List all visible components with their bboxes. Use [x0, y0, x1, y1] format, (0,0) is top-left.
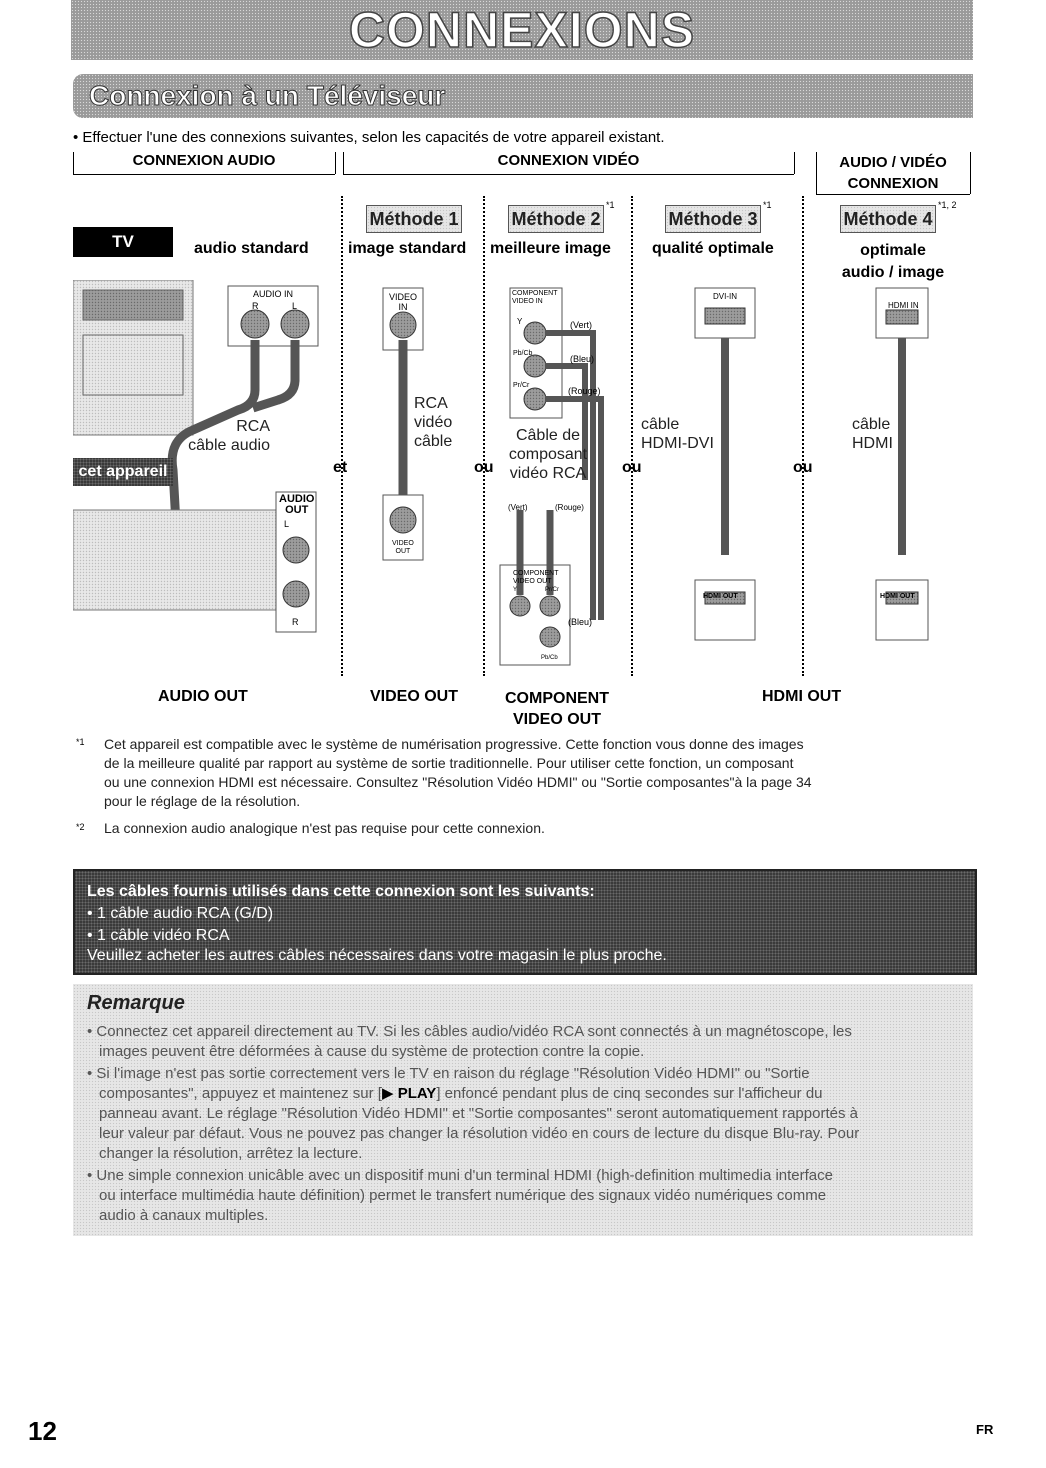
- column-separator: [341, 196, 343, 676]
- footnote-2: La connexion audio analogique n'est pas …: [104, 820, 545, 836]
- hdmi-out-label: HDMI OUT: [762, 688, 842, 705]
- footnote-1-mark: *1: [76, 737, 85, 747]
- play-button-label: ▶ PLAY: [381, 1085, 437, 1102]
- page-title: CONNEXIONS: [348, 1, 696, 59]
- audio-in-l-label: L: [292, 301, 298, 311]
- audio-in-r-label: R: [252, 301, 259, 311]
- audio-out-label: AUDIO OUT: [158, 688, 248, 705]
- column-separator: [631, 196, 633, 676]
- device-badge: cet appareil: [73, 458, 173, 486]
- remarque-box: Remarque • Connectez cet appareil direct…: [73, 984, 973, 1236]
- header-divider: [335, 152, 336, 174]
- component-out-vert-label: (Vert): [508, 503, 528, 512]
- audio-out-l-label: L: [284, 519, 290, 529]
- supplied-cable-1: • 1 câble audio RCA (G/D): [87, 905, 274, 922]
- remarque-item-3: • Une simple connexion unicâble avec un …: [87, 1167, 833, 1224]
- connective-ou-1: ou: [474, 459, 494, 476]
- method-1-badge: Méthode 1: [366, 205, 462, 233]
- dvi-in-label: DVI-IN: [713, 292, 737, 301]
- header-av: AUDIO / VIDÉO CONNEXION: [816, 152, 970, 195]
- remarque-item-2: • Si l'image n'est pas sortie correcteme…: [87, 1065, 860, 1162]
- method-4-quality: optimale audio / image: [841, 242, 945, 281]
- intro-text: • Effectuer l'une des connexions suivant…: [73, 129, 665, 146]
- page-title-banner: CONNEXIONS: [71, 0, 973, 60]
- component-vert-label: (Vert): [570, 320, 593, 330]
- supplied-cables-box: Les câbles fournis utilisés dans cette c…: [73, 869, 977, 975]
- column-separator: [483, 196, 485, 676]
- component-rouge-label: (Rouge): [568, 386, 601, 396]
- component-in-y-label: Y: [517, 317, 523, 326]
- header-av-line1: AUDIO / VIDÉO: [839, 154, 947, 171]
- supplied-cables-footer: Veuillez acheter les autres câbles néces…: [87, 947, 667, 964]
- method-2-quality: meilleure image: [490, 240, 611, 257]
- column-separator: [802, 196, 804, 676]
- hdmi-side-hdmi-out-label: HDMI OUT: [880, 593, 915, 600]
- video-connection: [382, 287, 424, 561]
- page-number: 12: [28, 1416, 57, 1446]
- hdmi-in-label: HDMI IN: [888, 301, 919, 310]
- method-1-quality: image standard: [348, 240, 467, 257]
- device-rear-panel: [73, 491, 317, 633]
- section-title: Connexion à un Téléviseur: [88, 80, 446, 112]
- header-divider: [794, 152, 795, 174]
- component-out-pr-label: Pr/Cr: [545, 587, 559, 593]
- remarque-title: Remarque: [87, 992, 185, 1014]
- header-video: CONNEXION VIDÉO: [343, 152, 794, 175]
- method-3-badge: Méthode 3: [665, 205, 761, 233]
- footnote-2-mark: *2: [76, 822, 85, 832]
- tv-badge: TV: [73, 227, 173, 257]
- connection-diagram: [73, 280, 929, 666]
- method-4-footnote-mark: *1, 2: [938, 200, 957, 210]
- header-av-line2: CONNEXION: [847, 175, 939, 192]
- connective-ou-2: ou: [622, 459, 642, 476]
- tv-rear-panel: [73, 280, 319, 436]
- component-in-pr-label: Pr/Cr: [513, 382, 530, 389]
- remarque-item-1: • Connectez cet appareil directement au …: [87, 1023, 852, 1060]
- header-audio: CONNEXION AUDIO: [73, 152, 335, 175]
- dvi-side-hdmi-out-label: HDMI OUT: [703, 593, 738, 600]
- language-code: FR: [976, 1422, 994, 1437]
- audio-quality-label: audio standard: [194, 240, 309, 257]
- supplied-cables-heading: Les câbles fournis utilisés dans cette c…: [87, 883, 595, 900]
- header-divider: [816, 152, 817, 194]
- header-divider: [343, 152, 344, 174]
- audio-out-r-label: R: [292, 617, 299, 627]
- method-2-footnote-mark: *1: [606, 200, 615, 210]
- component-out-bleu-label: (Bleu): [568, 617, 593, 627]
- dvi-connection: [694, 287, 756, 641]
- method-3-quality: qualité optimale: [652, 240, 774, 257]
- video-out-label: VIDEO OUT: [370, 688, 459, 705]
- component-in-pb-label: Pb/Cb: [513, 350, 533, 357]
- header-divider: [970, 152, 971, 194]
- supplied-cable-2: • 1 câble vidéo RCA: [87, 927, 230, 944]
- hdmi-connection: [875, 287, 929, 641]
- method-2-badge: Méthode 2: [508, 205, 604, 233]
- header-divider: [73, 152, 74, 174]
- component-out-pb-label: Pb/Cb: [541, 655, 558, 661]
- method-3-footnote-mark: *1: [763, 200, 772, 210]
- section-title-banner: Connexion à un Téléviseur: [73, 74, 973, 118]
- component-out-rouge-label: (Rouge): [555, 503, 584, 512]
- component-connection: [499, 287, 604, 666]
- component-bleu-label: (Bleu): [570, 354, 595, 364]
- method-4-badge: Méthode 4: [840, 205, 936, 233]
- connective-et: et: [333, 459, 348, 476]
- footnote-1: Cet appareil est compatible avec le syst…: [104, 736, 812, 809]
- component-out-y-label: Y: [513, 587, 518, 593]
- connective-ou-3: ou: [793, 459, 813, 476]
- audio-in-label: AUDIO IN: [253, 289, 294, 299]
